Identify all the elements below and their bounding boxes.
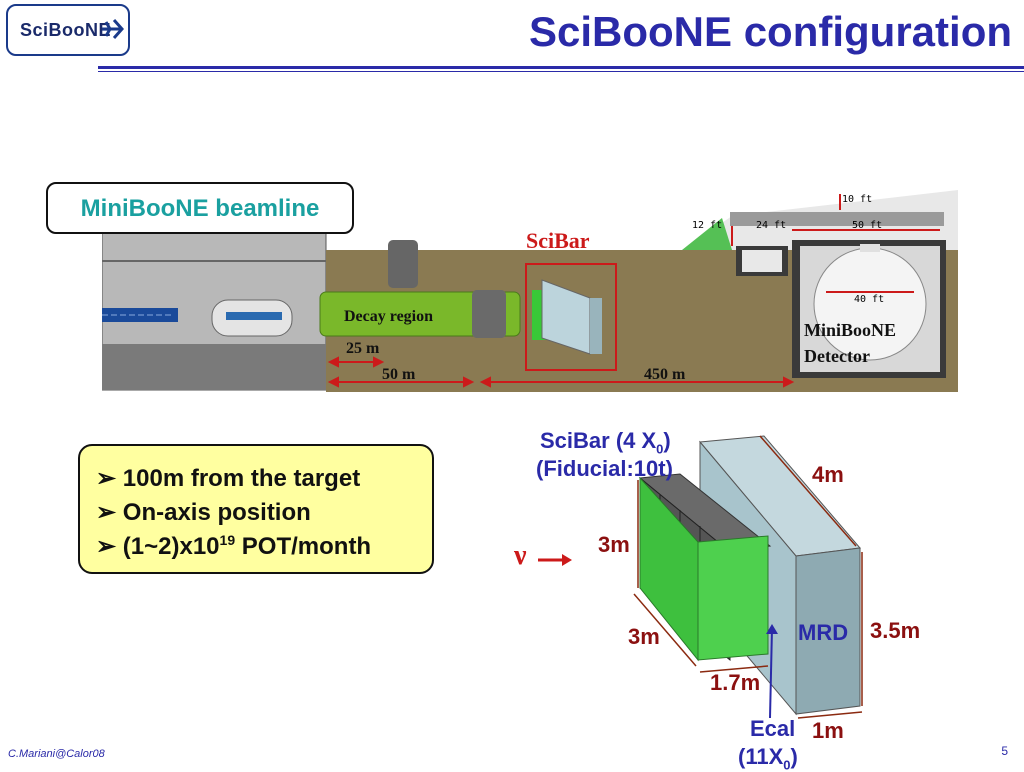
decay-region-label: Decay region (344, 308, 434, 325)
dim-24ft: 24 ft (756, 220, 787, 231)
dim-1-7m: 1.7m (710, 670, 761, 695)
footer-author: C.Mariani@Calor08 (8, 748, 105, 760)
bullet-item: ➢ 100m from the target (96, 465, 361, 492)
scibar-highlight-box (525, 263, 617, 371)
arrow-bullet-icon: ➢ (96, 499, 123, 526)
dim-3m-height: 3m (598, 532, 630, 557)
bullet-item: ➢ On-axis position (96, 499, 311, 526)
dim-40ft: 40 ft (854, 294, 885, 305)
scibar-title: SciBar (4 X0) (540, 428, 671, 457)
ecal-label: Ecal (750, 716, 796, 741)
arrow-bullet-icon: ➢ (96, 533, 123, 560)
detector-label-line2: Detector (804, 346, 870, 366)
absorber-1 (388, 240, 418, 288)
beamline-label: MiniBooNE beamline (80, 195, 320, 222)
ecal-radiation-label: (11X0) (738, 744, 798, 772)
dim-10ft: 10 ft (842, 194, 873, 205)
dim-1m: 1m (812, 718, 844, 743)
title-divider-thin (98, 71, 1024, 72)
page-number: 5 (1001, 744, 1008, 758)
page-title: SciBooNE configuration (529, 8, 1012, 55)
detector-label-line1: MiniBooNE (804, 320, 897, 340)
bullet-item: ➢ (1~2)x1019 POT/month (96, 532, 372, 560)
fiducial-label: (Fiducial:10t) (536, 456, 673, 481)
neutrino-symbol: ν (514, 540, 527, 571)
beamline-label-box: MiniBooNE beamline (46, 182, 354, 234)
distance-450m: 450 m (644, 366, 686, 383)
key-points-box: ➢ 100m from the target ➢ On-axis positio… (78, 444, 434, 574)
logo-text: SciBooNE (20, 20, 112, 40)
scibar-detector-diagram (538, 435, 863, 719)
title-divider (98, 66, 1024, 69)
decay-region (319, 291, 521, 337)
dim-12ft: 12 ft (692, 220, 723, 231)
arrow-bullet-icon: ➢ (96, 465, 123, 492)
scintillator-face (697, 535, 769, 661)
distance-25m: 25 m (346, 340, 380, 357)
mrd-label: MRD (798, 620, 849, 645)
distance-50m: 50 m (382, 366, 416, 383)
scibar-label: SciBar (526, 228, 590, 253)
sciboone-logo: SciBooNE (6, 4, 130, 56)
dim-3-5m: 3.5m (870, 618, 921, 643)
dim-50ft: 50 ft (852, 220, 883, 231)
beamline-diagram (102, 190, 958, 392)
plane-icon (102, 19, 124, 39)
dim-4m: 4m (812, 462, 844, 487)
dim-3m-width: 3m (628, 624, 660, 649)
